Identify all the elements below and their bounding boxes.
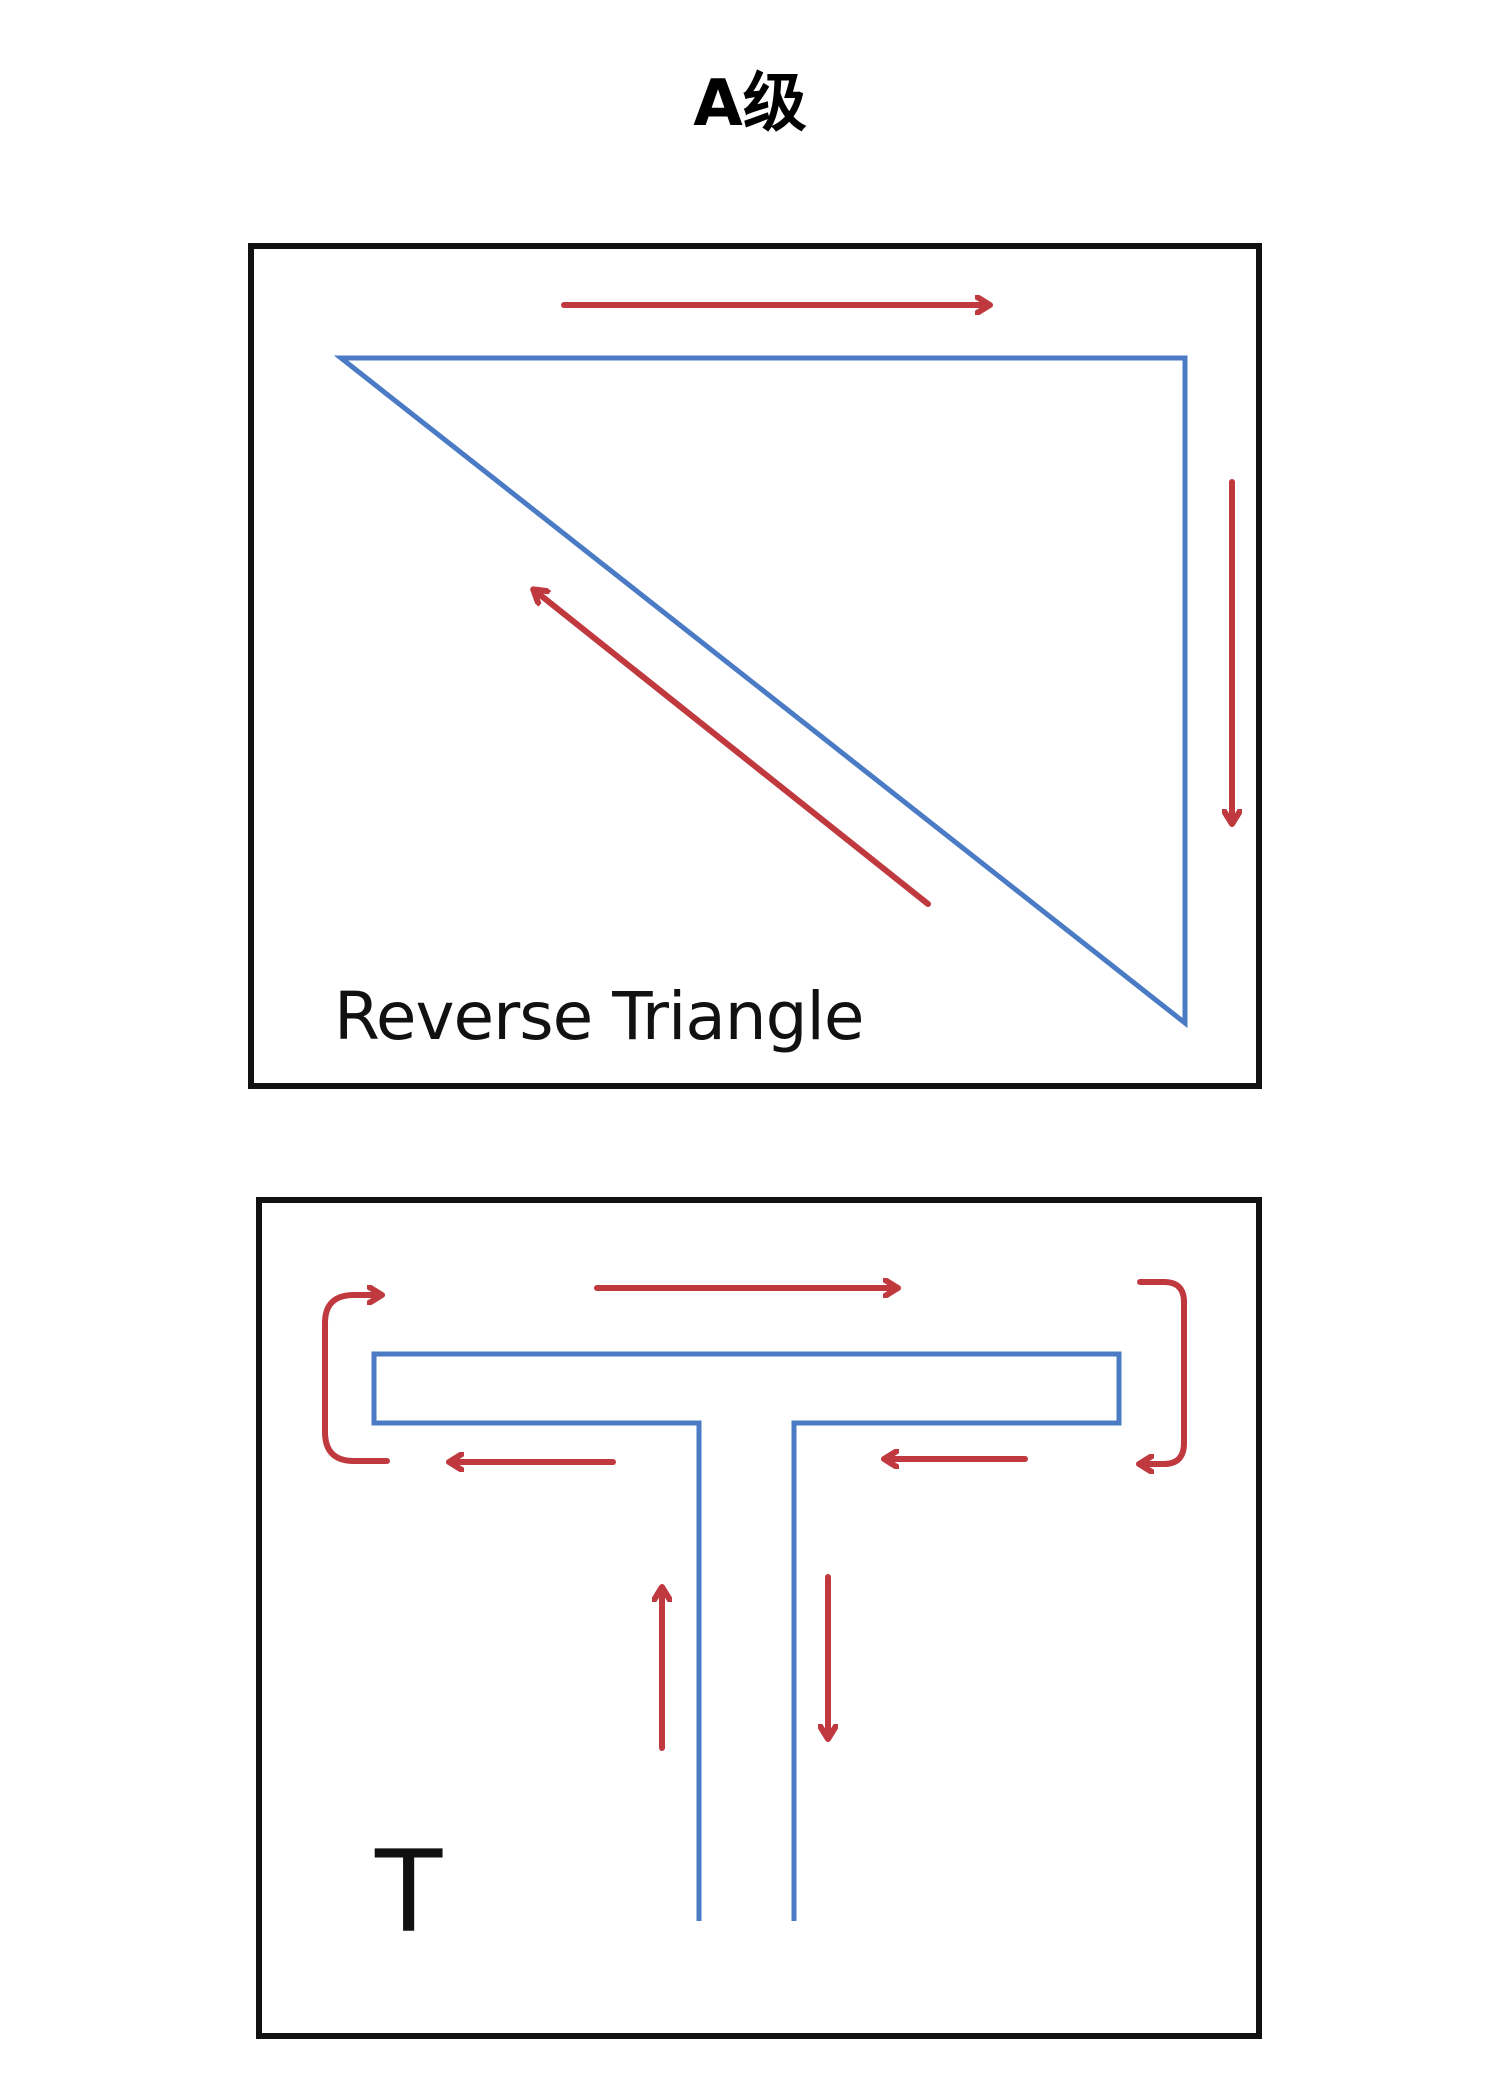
panel-label-t: T	[372, 1823, 446, 1957]
arrow-curve-left	[322, 1295, 390, 1464]
t-path	[371, 1351, 1122, 1921]
t-shape-diagram	[322, 1203, 1187, 1921]
t-shape-panel: T	[256, 1197, 1262, 2039]
arrow-curve-right	[1140, 1279, 1187, 1464]
page-title: A级	[693, 67, 807, 141]
panel-label-reverse-triangle: Reverse Triangle	[334, 978, 864, 1055]
reverse-triangle-panel: Reverse Triangle	[248, 243, 1262, 1089]
triangle-path	[333, 355, 1188, 1029]
arrow-up-left	[534, 590, 931, 907]
reverse-triangle-diagram	[333, 249, 1256, 1029]
